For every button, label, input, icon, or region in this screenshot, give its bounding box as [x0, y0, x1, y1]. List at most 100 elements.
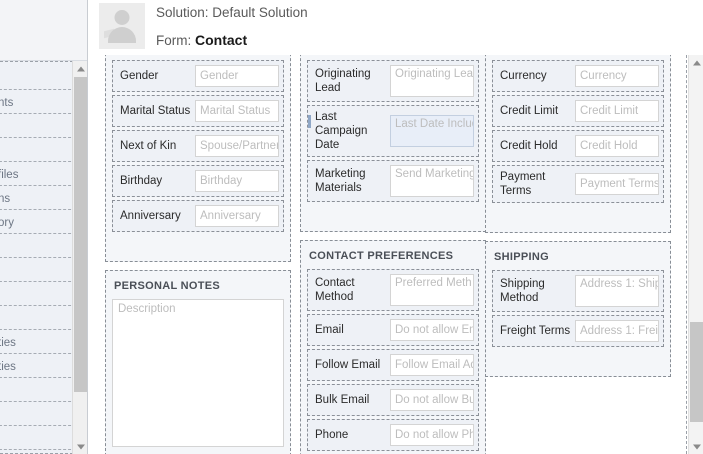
section-personal-information[interactable]: PERSONALGenderGenderMarital StatusMarita…: [105, 55, 291, 262]
form-name-value: Contact: [195, 32, 248, 48]
canvas-right-border: [686, 55, 687, 454]
nav-tree-item[interactable]: ties: [0, 332, 76, 354]
field-label: Follow Email: [315, 359, 381, 371]
section-title: PERSONAL NOTES: [114, 280, 221, 292]
nav-tree-item[interactable]: [0, 236, 76, 258]
nav-tree-item[interactable]: files: [0, 164, 76, 186]
nav-tree-item[interactable]: ns: [0, 188, 76, 210]
solution-prefix-label: Solution:: [156, 5, 213, 20]
section-spacer: [307, 205, 479, 223]
section-spacer: [492, 350, 664, 368]
field-label: Next of Kin: [120, 140, 177, 152]
canvas-scroll-down-button[interactable]: [689, 439, 703, 454]
field-label: Anniversary: [120, 210, 181, 222]
field-input[interactable]: Do not allow Ph: [390, 424, 474, 446]
form-field-row[interactable]: Credit Hold Credit Hold: [492, 130, 664, 162]
nav-tree-item[interactable]: ory: [0, 212, 76, 234]
field-input[interactable]: Send Marketing: [390, 165, 474, 197]
triangle-down-icon: [692, 444, 701, 449]
nav-tree-item[interactable]: [0, 404, 76, 426]
field-input[interactable]: Address 1: Ship: [575, 275, 659, 307]
left-scrollbar-thumb[interactable]: [74, 77, 87, 392]
field-input[interactable]: Follow Email Ad: [390, 354, 474, 376]
form-field-row[interactable]: Credit Limit Credit Limit: [492, 95, 664, 127]
section-personal-notes[interactable]: PERSONAL NOTES Description: [105, 270, 291, 454]
form-field-row[interactable]: Email Do not allow Em: [307, 314, 479, 346]
notes-textarea[interactable]: Description: [112, 299, 284, 447]
form-field-row[interactable]: Payment Terms Payment Terms: [492, 165, 664, 203]
form-field-row[interactable]: Contact Method Preferred Meth: [307, 269, 479, 311]
form-header: Solution: Default Solution Form: Contact: [88, 0, 703, 61]
field-label: Bulk Email: [315, 394, 370, 406]
nav-tree-item[interactable]: [0, 308, 76, 330]
nav-tree-item[interactable]: [0, 68, 76, 90]
canvas-scroll-up-button[interactable]: [689, 55, 703, 70]
field-input[interactable]: Address 1: Freig: [575, 320, 659, 342]
field-input[interactable]: Marital Status: [195, 100, 279, 122]
nav-tree-item[interactable]: [0, 140, 76, 162]
field-input[interactable]: Birthday: [195, 170, 279, 192]
field-label: Credit Hold: [500, 140, 558, 152]
contact-avatar-icon: [99, 3, 145, 49]
triangle-up-icon: [76, 66, 85, 71]
nav-tree-item[interactable]: [0, 260, 76, 282]
section-title: SHIPPING: [494, 251, 549, 263]
left-scroll-up-button[interactable]: [73, 61, 87, 76]
nav-tree-item[interactable]: [0, 380, 76, 402]
section-billing[interactable]: BILLINGCurrencyCurrencyCredit LimitCredi…: [485, 55, 671, 233]
field-input[interactable]: Credit Limit: [575, 100, 659, 122]
field-input[interactable]: Do not allow Em: [390, 319, 474, 341]
avatar-body-shape: [108, 27, 136, 43]
form-field-row[interactable]: Follow Email Follow Email Ad: [307, 349, 479, 381]
field-label: Credit Limit: [500, 105, 559, 117]
left-pane-scrollbar[interactable]: [72, 61, 87, 454]
nav-tree-item[interactable]: ties: [0, 356, 76, 378]
field-input[interactable]: Do not allow Bu: [390, 389, 474, 411]
field-label: Birthday: [120, 175, 163, 187]
field-input[interactable]: Credit Hold: [575, 135, 659, 157]
field-input[interactable]: Payment Terms: [575, 173, 659, 195]
field-input[interactable]: Anniversary: [195, 205, 279, 227]
form-line: Form: Contact: [156, 32, 247, 48]
form-field-row[interactable]: Birthday Birthday: [112, 165, 284, 197]
field-input[interactable]: Spouse/Partner: [195, 135, 279, 157]
form-field-row[interactable]: Anniversary Anniversary: [112, 200, 284, 232]
nav-tree-item[interactable]: [0, 428, 76, 450]
field-label: Contact Method: [315, 277, 355, 303]
field-label: Last Campaign Date: [315, 111, 368, 151]
triangle-down-icon: [76, 444, 85, 449]
form-field-row[interactable]: Bulk Email Do not allow Bu: [307, 384, 479, 416]
field-input[interactable]: Originating Lea: [390, 65, 474, 97]
field-input[interactable]: Preferred Meth: [390, 274, 474, 306]
form-prefix-label: Form:: [156, 33, 195, 48]
form-design-canvas[interactable]: PERSONALGenderGenderMarital StatusMarita…: [88, 55, 703, 454]
left-scroll-down-button[interactable]: [73, 439, 87, 454]
field-input[interactable]: Gender: [195, 65, 279, 87]
canvas-scrollbar-thumb[interactable]: [690, 322, 703, 422]
form-field-row[interactable]: Next of Kin Spouse/Partner: [112, 130, 284, 162]
nav-tree-item[interactable]: [0, 284, 76, 306]
canvas-scrollbar[interactable]: [688, 55, 703, 454]
solution-name-value: Default Solution: [212, 5, 308, 20]
nav-tree-item[interactable]: [0, 116, 76, 138]
field-label: Originating Lead: [315, 68, 371, 94]
form-field-row[interactable]: Originating Lead Originating Lea: [307, 60, 479, 102]
field-input[interactable]: Last Date Includ: [390, 115, 474, 147]
form-field-row[interactable]: Last Campaign Date Last Date Includ: [307, 105, 479, 157]
field-input[interactable]: Currency: [575, 65, 659, 87]
solution-line: Solution: Default Solution: [156, 5, 308, 20]
field-label: Email: [315, 324, 344, 336]
nav-tree-item[interactable]: nts: [0, 92, 76, 114]
field-label: Payment Terms: [500, 171, 546, 197]
section-spacer: [492, 206, 664, 224]
